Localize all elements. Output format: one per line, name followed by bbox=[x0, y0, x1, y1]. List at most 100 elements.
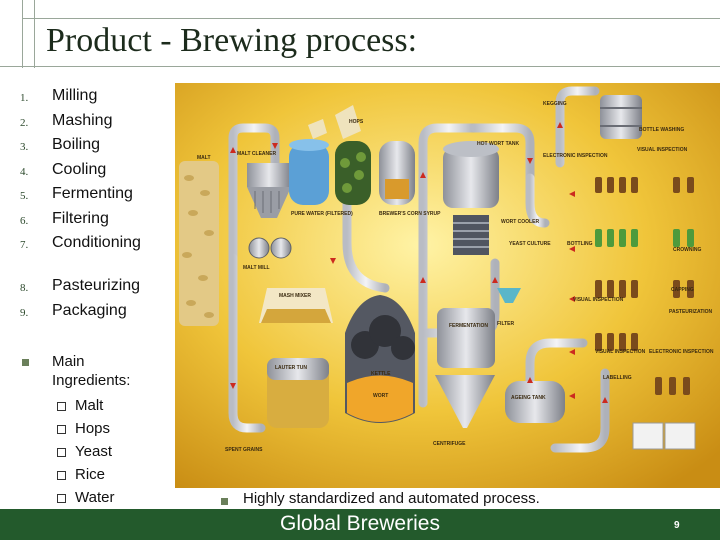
ingredients-heading: Main Ingredients: bbox=[52, 353, 131, 389]
centrifuge-icon bbox=[435, 375, 495, 428]
diagram-label: CROWNING bbox=[673, 247, 701, 253]
frame-line bbox=[34, 0, 35, 68]
list-number: 7. bbox=[20, 239, 29, 251]
diagram-label: ELECTRONIC INSPECTION bbox=[543, 153, 608, 159]
ingredient-label: Water bbox=[75, 489, 115, 506]
brewing-process-diagram: KEGGING HOPS MALT MALT CLEANER PURE WATE… bbox=[175, 83, 720, 488]
diagram-label: VISUAL INSPECTION bbox=[595, 349, 646, 355]
diagram-label: WORT bbox=[373, 393, 388, 399]
list-number: 1. bbox=[20, 92, 29, 104]
pure-water-tank-icon bbox=[289, 139, 329, 205]
diagram-label: WORT COOLER bbox=[501, 219, 539, 225]
diagram-label: ELECTRONIC INSPECTION bbox=[649, 349, 714, 355]
list-label: Fermenting bbox=[52, 185, 133, 202]
diagram-label: HOPS bbox=[349, 119, 364, 125]
diagram-label: MALT CLEANER bbox=[237, 151, 276, 157]
diagram-label: PURE WATER (FILTERED) bbox=[291, 211, 353, 217]
fermentation-tank-icon bbox=[437, 308, 495, 368]
diagram-label: MALT MILL bbox=[243, 265, 270, 271]
malt-cleaner-icon bbox=[247, 163, 291, 218]
checkbox-bullet-icon bbox=[57, 448, 66, 457]
conveyor-belts bbox=[571, 188, 715, 400]
corn-syrup-tank-icon bbox=[379, 141, 415, 205]
page-number: 9 bbox=[674, 520, 680, 531]
diagram-label: AGEING TANK bbox=[511, 395, 546, 401]
flow-arrow-icons bbox=[230, 122, 608, 403]
hot-wort-tank-icon bbox=[443, 141, 499, 208]
diagram-label: CAPPING bbox=[671, 287, 694, 293]
list-label: Filtering bbox=[52, 209, 109, 227]
wort-cooler-icon bbox=[453, 215, 489, 255]
list-label: Conditioning bbox=[52, 234, 141, 251]
diagram-label: PASTEURIZATION bbox=[669, 309, 713, 315]
list-label: Milling bbox=[52, 87, 98, 104]
checkbox-bullet-icon bbox=[57, 471, 66, 480]
ingredient-label: Rice bbox=[75, 466, 106, 483]
bullet-icon bbox=[221, 498, 228, 505]
diagram-label: CENTRIFUGE bbox=[433, 441, 466, 447]
diagram-label: YEAST CULTURE bbox=[509, 241, 551, 247]
diagram-label: SPENT GRAINS bbox=[225, 447, 263, 453]
lauter-tun-icon bbox=[267, 358, 329, 428]
brew-kettle-icon bbox=[345, 295, 415, 423]
ageing-tank-icon bbox=[505, 381, 565, 423]
list-number: 4. bbox=[20, 165, 29, 178]
slide-title: Product - Brewing process: bbox=[46, 22, 418, 59]
ingredient-label: Hops bbox=[75, 420, 111, 437]
list-number: 5. bbox=[20, 190, 29, 202]
list-item: 8. Pasteurizing bbox=[20, 276, 180, 301]
diagram-label: BREWER'S CORN SYRUP bbox=[379, 211, 441, 217]
frame-line bbox=[22, 18, 720, 19]
list-item: 3. Boiling bbox=[20, 135, 180, 160]
frame-line bbox=[0, 66, 720, 67]
checkbox-bullet-icon bbox=[57, 494, 66, 503]
list-item: 7. Conditioning bbox=[20, 233, 180, 276]
ingredient-label: Yeast bbox=[75, 443, 112, 460]
list-item: 9. Packaging bbox=[20, 301, 180, 326]
crate-icon bbox=[632, 422, 696, 450]
diagram-label: VISUAL INSPECTION bbox=[573, 297, 624, 303]
bottle-rows-icon bbox=[595, 177, 694, 395]
list-number: 6. bbox=[20, 214, 29, 227]
diagram-label: FILTER bbox=[497, 321, 515, 327]
diagram-label: MALT bbox=[197, 155, 211, 161]
diagram-label: KEGGING bbox=[543, 101, 567, 107]
list-label: Cooling bbox=[52, 160, 107, 178]
footer-title: Global Breweries bbox=[280, 512, 440, 535]
diagram-label: BOTTLING bbox=[567, 241, 593, 247]
checkbox-bullet-icon bbox=[57, 425, 66, 434]
diagram-label: BOTTLE WASHING bbox=[639, 127, 684, 133]
hops-bag-icon bbox=[308, 105, 361, 139]
list-number: 8. bbox=[20, 282, 29, 294]
diagram-label: LABELLING bbox=[603, 375, 632, 381]
hops-tank-icon bbox=[335, 141, 371, 205]
list-item: 2. Mashing bbox=[20, 111, 180, 136]
list-item: 5. Fermenting bbox=[20, 184, 180, 209]
mash-mixer-icon bbox=[259, 288, 333, 323]
diagram-label: HOT WORT TANK bbox=[477, 141, 520, 147]
list-label: Pasteurizing bbox=[52, 277, 141, 294]
pipe-network bbox=[228, 86, 610, 453]
list-item: 1. Milling bbox=[20, 86, 180, 111]
diagram-label: KETTLE bbox=[371, 371, 391, 377]
ingredient-label: Malt bbox=[75, 397, 104, 414]
process-steps-list: 1.Milling 2.Mashing 3.Boiling 4.Cooling … bbox=[20, 86, 180, 325]
title-frame bbox=[0, 0, 720, 68]
diagram-label: VISUAL INSPECTION bbox=[637, 147, 688, 153]
footer-bar bbox=[0, 509, 720, 540]
bullet-icon bbox=[22, 359, 29, 366]
list-label: Mashing bbox=[52, 111, 113, 129]
list-number: 3. bbox=[20, 141, 29, 153]
malt-mill-icon bbox=[248, 237, 292, 259]
list-label: Boiling bbox=[52, 136, 101, 153]
diagram-caption: Highly standardized and automated proces… bbox=[243, 490, 540, 507]
list-item: 4. Cooling bbox=[20, 160, 180, 185]
malt-grain-icon bbox=[179, 161, 219, 326]
diagram-label: LAUTER TUN bbox=[275, 365, 307, 371]
list-number: 9. bbox=[20, 306, 29, 319]
frame-line bbox=[22, 0, 23, 68]
list-label: Packaging bbox=[52, 301, 127, 319]
keg-icon bbox=[600, 95, 642, 139]
list-number: 2. bbox=[20, 116, 29, 129]
yeast-funnel-icon bbox=[497, 288, 521, 303]
